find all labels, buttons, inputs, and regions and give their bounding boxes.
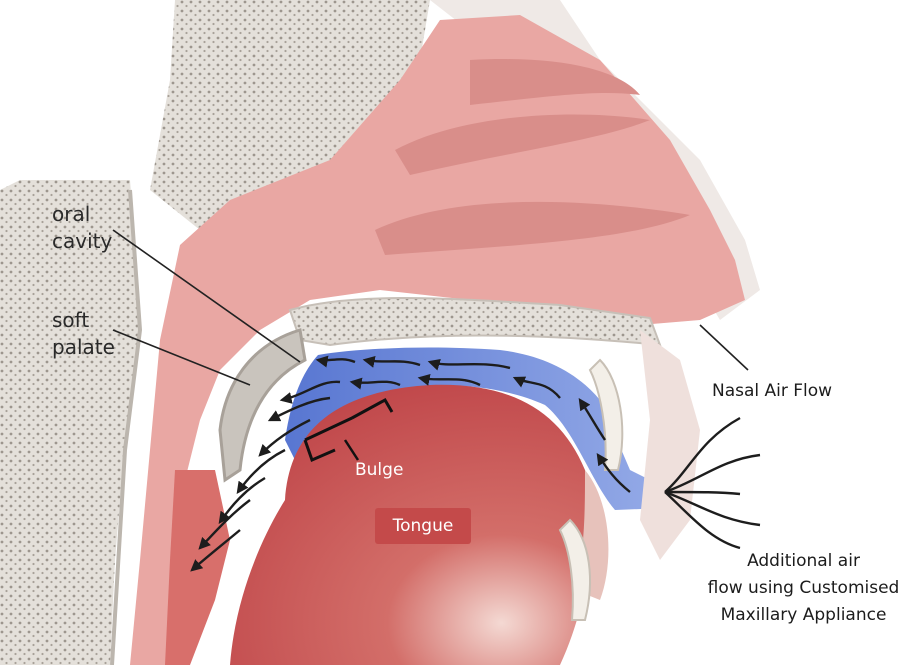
label-soft-palate-line-1: soft [52,307,115,334]
label-oral-cavity-line-2: cavity [52,228,112,255]
label-bulge: Bulge [355,460,403,480]
label-soft-palate-line-2: palate [52,334,115,361]
label-tongue: Tongue [393,516,454,536]
label-additional-line-2: flow using Customised [700,575,907,602]
label-soft-palate: soft palate [52,307,115,361]
label-oral-cavity: oral cavity [52,201,112,255]
label-oral-cavity-line-1: oral [52,201,112,228]
label-additional-line-3: Maxillary Appliance [700,602,907,629]
label-tongue-box: Tongue [375,508,471,544]
label-additional-line-1: Additional air [700,548,907,575]
label-nasal-air-flow: Nasal Air Flow [712,378,832,405]
label-additional-air-flow: Additional air flow using Customised Max… [700,548,907,629]
